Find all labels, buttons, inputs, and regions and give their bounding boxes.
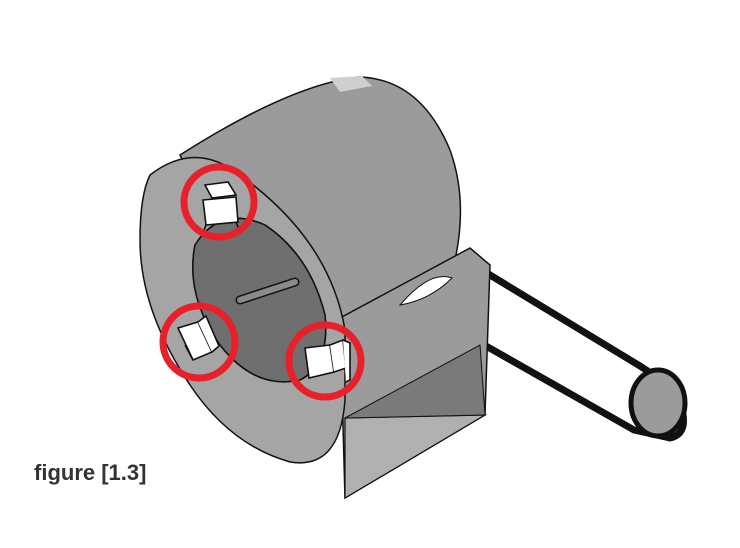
housing-highlight bbox=[330, 76, 372, 92]
highlight-circle-top bbox=[180, 163, 258, 241]
figure-caption: figure [1.3] bbox=[34, 460, 147, 485]
motor-pulley bbox=[628, 367, 688, 439]
bracket-left bbox=[176, 314, 220, 362]
highlight-circle-left bbox=[159, 302, 239, 382]
bracket-top bbox=[201, 181, 241, 237]
bracket-right bbox=[304, 338, 351, 383]
outlet-front bbox=[344, 414, 488, 500]
outlet-inner bbox=[344, 344, 486, 419]
highlight-circle-right bbox=[285, 321, 365, 401]
bearing-opening bbox=[398, 276, 453, 306]
